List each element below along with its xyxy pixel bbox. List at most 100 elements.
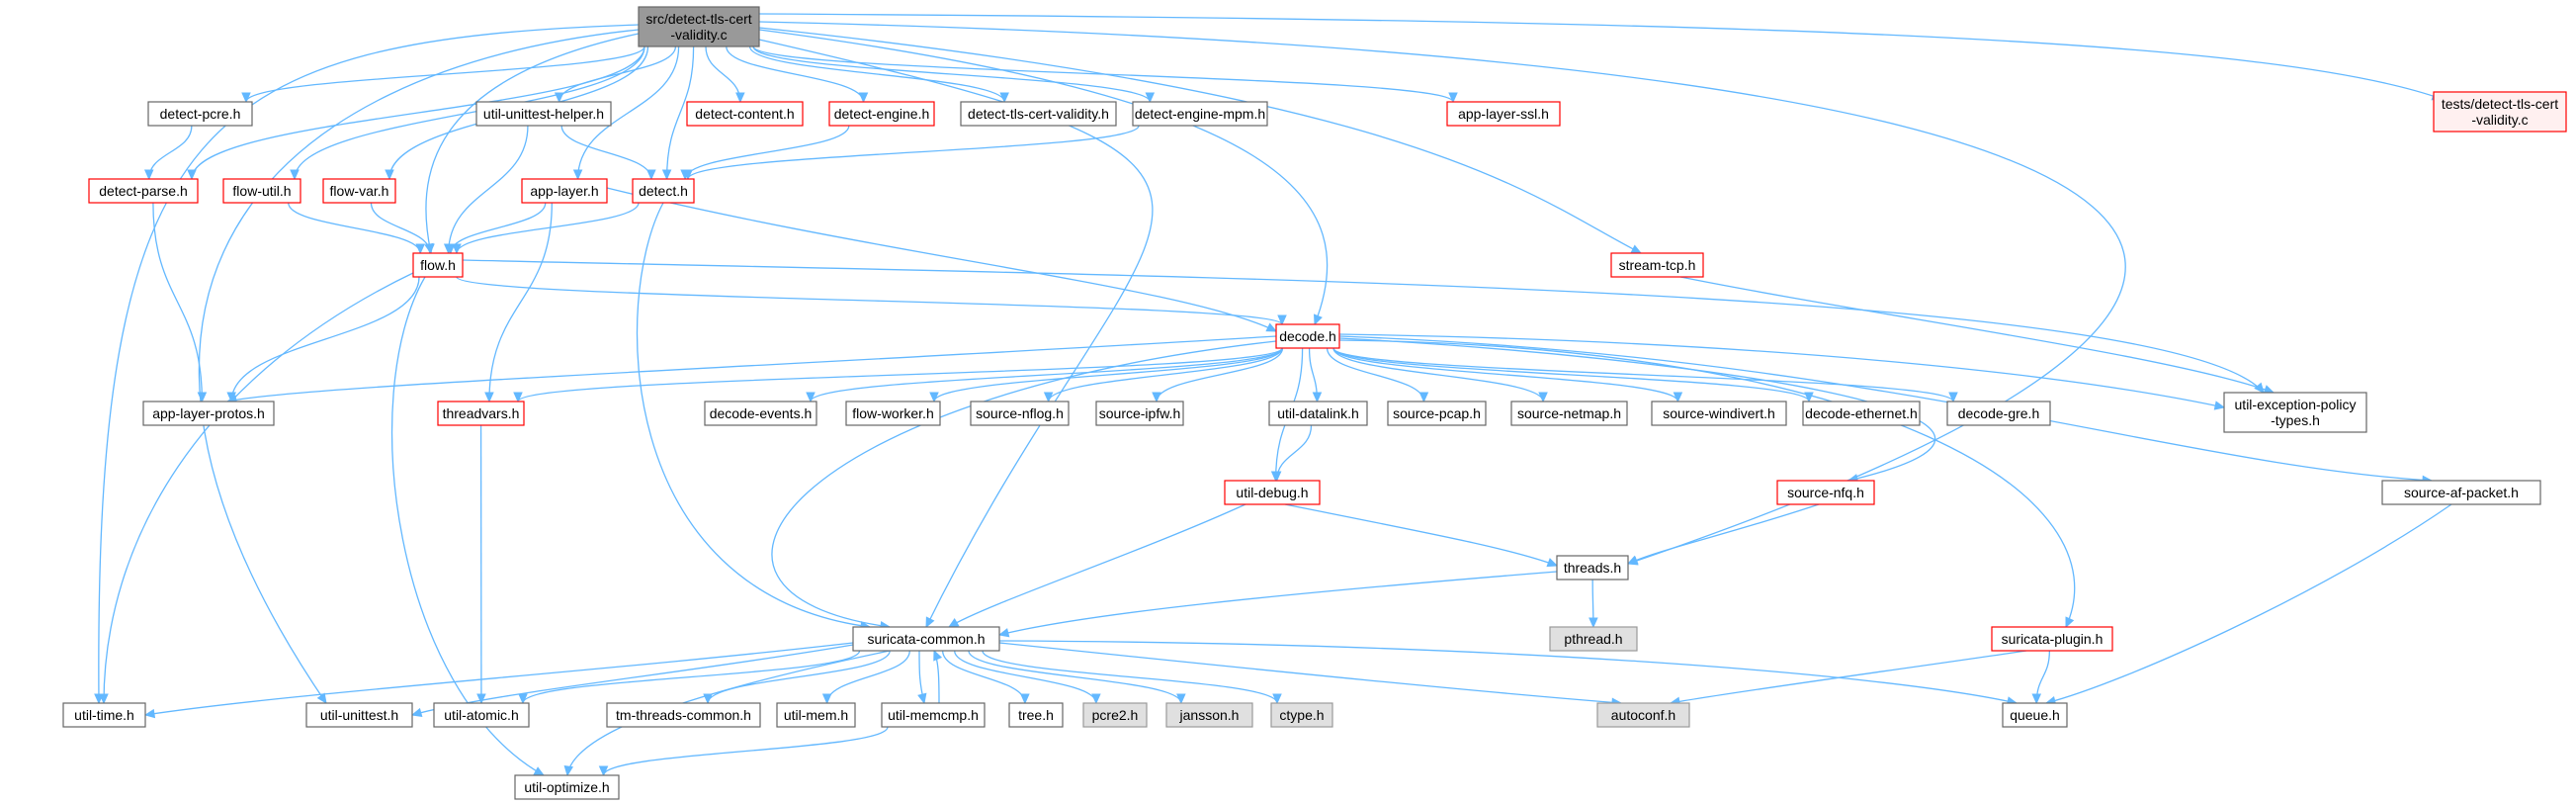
- node-appssl[interactable]: app-layer-ssl.h: [1446, 101, 1561, 127]
- node-nflog[interactable]: source-nflog.h: [970, 401, 1070, 426]
- edge-arrowhead: [821, 693, 832, 705]
- node-tree[interactable]: tree.h: [1008, 702, 1064, 728]
- node-threads[interactable]: threads.h: [1556, 555, 1629, 581]
- edge-applayer-to-decode: [606, 187, 1278, 332]
- edge-arrowhead: [806, 392, 816, 403]
- node-pcre[interactable]: detect-pcre.h: [147, 101, 253, 127]
- edge-flowutil-to-flow: [288, 202, 425, 255]
- node-debug[interactable]: util-debug.h: [1224, 480, 1321, 505]
- edge-line: [448, 125, 529, 254]
- node-optimize[interactable]: util-optimize.h: [514, 774, 620, 800]
- node-applayer[interactable]: app-layer.h: [521, 178, 608, 204]
- edge-line: [488, 202, 553, 402]
- node-box: [776, 702, 856, 728]
- node-ethernet[interactable]: decode-ethernet.h: [1802, 401, 1921, 426]
- edge-line: [665, 45, 695, 180]
- edge-line: [810, 347, 1283, 402]
- node-mem[interactable]: util-mem.h: [776, 702, 856, 728]
- node-parse[interactable]: detect-parse.h: [88, 178, 199, 204]
- edge-streamtcp-to-policy: [1679, 276, 2275, 395]
- node-certvalidity[interactable]: detect-tls-cert-validity.h: [960, 101, 1117, 127]
- node-streamtcp[interactable]: stream-tcp.h: [1610, 252, 1704, 278]
- node-label: source-nflog.h: [976, 405, 1064, 421]
- node-box: [881, 702, 986, 728]
- node-box: [305, 702, 413, 728]
- edge-arrowhead: [1948, 392, 1958, 403]
- edge-root-to-time: [94, 24, 640, 705]
- node-datalink[interactable]: util-datalink.h: [1268, 401, 1368, 426]
- node-ipfw[interactable]: source-ipfw.h: [1095, 401, 1184, 426]
- node-decode[interactable]: decode.h: [1275, 323, 1340, 349]
- edge-memcmp-to-optimize: [598, 726, 889, 777]
- edge-common-to-ctype: [982, 650, 1282, 705]
- edge-line: [954, 650, 1097, 704]
- edge-line: [758, 21, 2126, 565]
- edge-line: [758, 29, 1329, 325]
- edge-line: [294, 45, 645, 180]
- node-pcap[interactable]: source-pcap.h: [1387, 401, 1487, 426]
- node-unittest[interactable]: util-unittest.h: [305, 702, 413, 728]
- node-windivert[interactable]: source-windivert.h: [1651, 401, 1787, 426]
- edge-arrowhead: [735, 92, 745, 104]
- edge-arrowhead: [316, 692, 327, 705]
- node-netmap[interactable]: source-netmap.h: [1510, 401, 1628, 426]
- node-enginempm[interactable]: detect-engine-mpm.h: [1132, 101, 1268, 127]
- node-label: util-memcmp.h: [888, 707, 979, 723]
- node-label: detect-parse.h: [99, 183, 188, 199]
- node-label: stream-tcp.h: [1619, 257, 1696, 273]
- edge-unittesthelper-to-flow: [443, 125, 529, 255]
- edge-line: [1332, 347, 1954, 402]
- edge-arrowhead: [2213, 401, 2226, 410]
- node-label: -types.h: [2271, 412, 2320, 428]
- edge-decode-to-gre: [1332, 347, 1958, 403]
- node-tests[interactable]: tests/detect-tls-cert-validity.c: [2433, 91, 2567, 133]
- edge-arrowhead: [143, 708, 156, 719]
- edge-common-to-time: [143, 642, 854, 719]
- node-detect[interactable]: detect.h: [632, 178, 695, 204]
- edge-line: [152, 202, 204, 402]
- node-flowvar[interactable]: flow-var.h: [322, 178, 396, 204]
- edge-debug-to-common: [947, 503, 1246, 628]
- edge-line: [1332, 347, 1544, 402]
- node-events[interactable]: decode-events.h: [704, 401, 817, 426]
- node-box: [1387, 401, 1487, 426]
- edge-line: [245, 45, 645, 103]
- node-worker[interactable]: flow-worker.h: [845, 401, 941, 426]
- edge-arrowhead: [187, 169, 197, 181]
- edge-root-to-certvalidity: [748, 45, 1009, 104]
- node-flow[interactable]: flow.h: [412, 252, 464, 278]
- node-engine[interactable]: detect-engine.h: [828, 101, 935, 127]
- edge-arrowhead: [1546, 558, 1559, 568]
- node-nfq[interactable]: source-nfq.h: [1776, 480, 1875, 505]
- node-queue[interactable]: queue.h: [2002, 702, 2068, 728]
- edge-decode-to-plugin: [1338, 339, 2076, 629]
- node-label: util-debug.h: [1236, 485, 1308, 500]
- node-protos[interactable]: app-layer-protos.h: [142, 401, 275, 426]
- node-content[interactable]: detect-content.h: [686, 101, 804, 127]
- node-threadvars[interactable]: threadvars.h: [437, 401, 525, 426]
- node-unittesthelper[interactable]: util-unittest-helper.h: [475, 101, 612, 127]
- node-flowutil[interactable]: flow-util.h: [222, 178, 301, 204]
- edge-line: [758, 39, 1154, 628]
- node-plugin[interactable]: suricata-plugin.h: [1991, 626, 2113, 652]
- edge-line: [705, 45, 741, 103]
- node-atomic[interactable]: util-atomic.h: [433, 702, 530, 728]
- edge-decode-to-protos: [225, 335, 1277, 404]
- node-memcmp[interactable]: util-memcmp.h: [881, 702, 986, 728]
- node-gre[interactable]: decode-gre.h: [1946, 401, 2051, 426]
- node-box: [1446, 101, 1561, 127]
- node-label: util-time.h: [74, 707, 134, 723]
- node-label: decode-gre.h: [1958, 405, 2040, 421]
- node-tmthreads[interactable]: tm-threads-common.h: [606, 702, 761, 728]
- edge-arrowhead: [1630, 244, 1643, 254]
- node-common[interactable]: suricata-common.h: [852, 626, 1000, 652]
- edge-plugin-to-queue: [2031, 650, 2051, 705]
- node-policy[interactable]: util-exception-policy-types.h: [2223, 392, 2367, 433]
- edge-arrowhead: [933, 649, 943, 662]
- edge-debug-to-threads: [1284, 503, 1559, 568]
- edge-datalink-to-debug: [1271, 424, 1313, 483]
- node-root[interactable]: src/detect-tls-cert-validity.c: [638, 6, 760, 47]
- node-time[interactable]: util-time.h: [62, 702, 146, 728]
- node-afpacket[interactable]: source-af-packet.h: [2381, 480, 2541, 505]
